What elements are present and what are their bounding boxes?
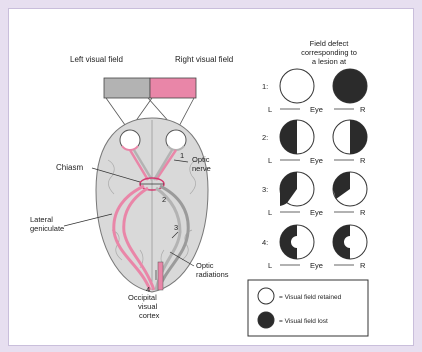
right-label: R <box>360 208 366 217</box>
optic-radiations-label-line2: radiations <box>196 270 229 279</box>
legend-retained-swatch <box>258 288 274 304</box>
right-label: R <box>360 105 366 114</box>
left-label: L <box>268 156 272 165</box>
left-label: L <box>268 208 272 217</box>
optic-radiations-label-line1: Optic <box>196 261 214 270</box>
field-defect-row-2: 2: L Eye R <box>262 120 367 165</box>
lateral-geniculate-label-line1: Lateral <box>30 215 53 224</box>
optic-nerve-label-line1: Optic <box>192 155 210 164</box>
field-defect-title-line2: corresponding to <box>301 48 357 57</box>
legend-retained-label: = Visual field retained <box>279 294 342 301</box>
right-label: R <box>360 261 366 270</box>
right-eye-field-lost <box>333 69 367 103</box>
left-label: L <box>268 105 272 114</box>
row-id: 2: <box>262 133 268 142</box>
right-visual-field-label: Right visual field <box>175 55 233 64</box>
field-defect-row-3: 3: L Eye R <box>262 172 367 217</box>
eye-label: Eye <box>310 156 323 165</box>
field-defect-row-1: 1: L Eye R <box>262 69 367 114</box>
legend-lost-swatch <box>258 312 274 328</box>
eye-label: Eye <box>310 261 323 270</box>
chiasm-label: Chiasm <box>56 163 83 172</box>
optic-nerve-label-line2: nerve <box>192 164 211 173</box>
lesion-marker-1: 1 <box>180 151 184 160</box>
left-visual-field-label: Left visual field <box>70 55 123 64</box>
occipital-label-line2: visual <box>138 302 158 311</box>
eye-label: Eye <box>310 208 323 217</box>
occipital-cortex-block <box>158 262 163 290</box>
lateral-geniculate-label-line2: geniculate <box>30 224 64 233</box>
left-visual-field-bar <box>104 78 150 98</box>
row-id: 4: <box>262 238 268 247</box>
left-eye-left-half-lost <box>280 120 297 154</box>
field-defect-title-line3: a lesion at <box>312 57 347 66</box>
right-eye-right-half-lost <box>350 120 367 154</box>
right-visual-field-bar <box>150 78 196 98</box>
row-id: 1: <box>262 82 268 91</box>
row-id: 3: <box>262 185 268 194</box>
field-defect-title-line1: Field defect <box>310 39 350 48</box>
left-label: L <box>268 261 272 270</box>
occipital-label-line3: cortex <box>139 311 160 320</box>
right-label: R <box>360 156 366 165</box>
legend-lost-label: = Visual field lost <box>279 318 328 325</box>
field-defect-row-4: 4: L Eye R <box>262 225 367 270</box>
eye-label: Eye <box>310 105 323 114</box>
left-eye-field-retained <box>280 69 314 103</box>
lesion-marker-2: 2 <box>162 195 166 204</box>
occipital-label-line1: Occipital <box>128 293 157 302</box>
lesion-marker-3: 3 <box>174 223 178 232</box>
